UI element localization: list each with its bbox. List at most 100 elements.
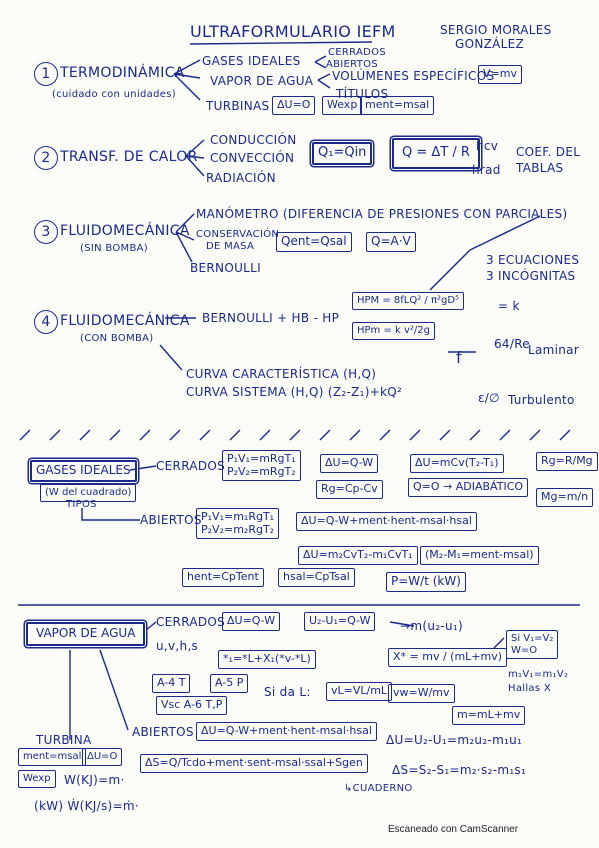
eq-vl: vL=VL/mL	[326, 682, 393, 701]
k-label: = k	[498, 299, 520, 313]
table-a5: A-5 P	[210, 674, 249, 693]
section-3-number: 3	[34, 220, 58, 244]
friction-factor-label: f	[456, 348, 462, 367]
manometro-label: MANÓMETRO (DIFERENCIA DE PRESIONES CON P…	[196, 207, 568, 221]
eq-du-abiertos: ΔU=Q-W+ment·hent-msal·hsal	[296, 512, 477, 531]
eq-entropy-balance: ΔS=Q/Tcdo+ment·sent-msal·ssal+Sgen	[140, 754, 368, 773]
section-4-sub: (CON BOMBA)	[80, 333, 154, 344]
eq-du-m2cv: ΔU=m₂CvT₂-m₁CvT₁	[298, 546, 418, 565]
scanner-watermark: Escaneado con CamScanner	[388, 824, 519, 835]
eq-q1-qin: Q₁=Qin	[312, 142, 373, 165]
section-2-title: TRANSF. DE CALOR	[60, 149, 198, 165]
eq-power: P=W/t (kW)	[386, 572, 466, 592]
conservacion-label: CONSERVACIÓN	[196, 229, 280, 240]
eq-m2-m1: (M₂-M₁=ment-msal)	[420, 546, 539, 565]
uvhs-label: u,v,h,s	[156, 639, 199, 653]
titulos-label: TÍTULOS	[336, 87, 389, 101]
si-da-l-label: Si da L:	[264, 685, 311, 699]
eq-ds-s2-s1: ΔS=S₂-S₁=m₂·s₂-m₁s₁	[392, 763, 527, 777]
ecuaciones-label: 3 ECUACIONES	[486, 253, 580, 267]
author-name: SERGIO MORALES	[440, 23, 552, 37]
vapor-agua-box: VAPOR DE AGUA	[26, 622, 146, 646]
curva-caracteristica-label: CURVA CARACTERÍSTICA (H,Q)	[186, 367, 377, 381]
eq-m-u2-u1: →m(u₂-u₁)	[400, 619, 463, 633]
section-1-title: TERMODINÁMICA	[60, 65, 185, 81]
vapor-agua-label: VAPOR DE AGUA	[210, 74, 314, 88]
section-1-note: (cuidado con unidades)	[52, 89, 176, 100]
table-a6: Vsc A-6 T,P	[156, 696, 228, 715]
vapor-abiertos-label: ABIERTOS	[132, 725, 194, 739]
eq-du-zero: ΔU=O	[272, 96, 316, 115]
volumenes-label: VOLÚMENES ESPECÍFICOS	[332, 69, 495, 83]
eq-m1v1: m₁V₁=m₁V₂	[508, 669, 569, 680]
turbina-ment: ment=msal	[18, 748, 87, 766]
turbinas-label: TURBINAS	[206, 99, 270, 113]
eq-vapor-du-abiertos: ΔU=Q-W+ment·hent-msal·hsal	[196, 722, 377, 741]
eq-du-mcv: ΔU=mCv(T₂-T₁)	[410, 454, 504, 473]
tipos-label: TIPOS	[66, 499, 97, 510]
masa-label: DE MASA	[206, 241, 255, 252]
conduccion-label: CONDUCCIÓN	[210, 133, 297, 147]
r64-label: 64/Re	[494, 337, 530, 351]
cerrados-label: CERRADOS	[328, 47, 386, 58]
eq-q-dt-r: Q = ΔT / R	[392, 138, 480, 169]
eq-x-titulo: X* = mv / (mL+mv)	[388, 648, 508, 667]
eq-qent-qsal: Qent=Qsal	[276, 232, 352, 252]
eq-rg-cp-cv: Rg=Cp-Cv	[316, 480, 383, 499]
curva-sistema-label: CURVA SISTEMA (H,Q) (Z₂-Z₁)+kQ²	[186, 385, 403, 399]
gases-ideales-box: GASES IDEALES	[30, 460, 137, 482]
w-cuadrado-note: (W del cuadrado)	[40, 484, 137, 502]
cuaderno-label: ↳CUADERNO	[344, 783, 413, 794]
eq-hpm-k: HPm = k v²/2g	[352, 322, 436, 340]
eq-mg-m-n: Mg=m/n	[536, 488, 594, 507]
eq-q-av: Q=A·V	[366, 232, 416, 252]
eq-rg-r-mg: Rg=R/Mg	[536, 452, 598, 471]
abiertos-label: ABIERTOS	[326, 59, 378, 70]
turbulento-label: Turbulento	[508, 393, 575, 407]
radiacion-label: RADIACIÓN	[206, 171, 276, 185]
page-title: ULTRAFORMULARIO IEFM	[190, 22, 396, 41]
eq-ment-msal: ment=msal	[360, 96, 435, 115]
section-2-number: 2	[34, 146, 58, 170]
incognitas-label: 3 INCÓGNITAS	[486, 269, 576, 283]
eq-w-kj: W(KJ)=m·	[64, 773, 125, 787]
eq-vw: vw=W/mv	[388, 684, 455, 703]
turbina-du: ΔU=O	[82, 748, 123, 766]
conveccion-label: CONVECCIÓN	[210, 151, 295, 165]
section-4-number: 4	[34, 310, 58, 334]
hcv-label: hcv	[476, 139, 499, 153]
vapor-cerrados-label: CERRADOS	[156, 615, 226, 629]
eq-adiabatico: Q=O → ADIABÁTICO	[408, 478, 529, 497]
eq-m-total: m=mL+mv	[452, 706, 526, 725]
tablas-label: TABLAS	[516, 161, 564, 175]
eq-v-mv: V=mv	[478, 65, 522, 84]
eq-hent: hent=CpTent	[182, 568, 264, 587]
eq-du-q-w: ΔU=Q-W	[320, 454, 379, 473]
gases-abiertos-label: ABIERTOS	[140, 513, 202, 527]
bernoulli-bomba-label: BERNOULLI + HB - HP	[202, 311, 340, 325]
eq-kw-kjs: (kW) Ẇ(KJ/s)=ṁ·	[34, 799, 139, 813]
section-3-sub: (SIN BOMBA)	[80, 243, 148, 254]
hrad-label: hrad	[472, 163, 501, 177]
gases-cerrados-label: CERRADOS	[156, 459, 226, 473]
eq-vapor-du: ΔU=Q-W	[222, 612, 281, 631]
hallas-x-label: Hallas X	[508, 683, 551, 694]
eq-wexp: Wexp	[322, 96, 363, 115]
section-1-number: 1	[34, 62, 58, 86]
section-4-title: FLUIDOMECÁNICA	[60, 313, 190, 329]
section-3-title: FLUIDOMECÁNICA	[60, 223, 190, 239]
table-a4: A-4 T	[152, 674, 191, 693]
eq-du-u2-u1: ΔU=U₂-U₁=m₂u₂-m₁u₁	[386, 733, 523, 747]
turbina-wexp: Wexp	[18, 770, 56, 788]
eq-hsal: hsal=CpTsal	[278, 568, 355, 587]
bernoulli-label: BERNOULLI	[190, 261, 261, 275]
gases-ideales-label: GASES IDEALES	[202, 54, 301, 68]
turbina-label: TURBINA	[36, 733, 92, 747]
eq-hpm-darcy: HPM = 8fLQ² / π²gD⁵	[352, 292, 465, 310]
eps-label: ε/∅	[478, 391, 500, 405]
